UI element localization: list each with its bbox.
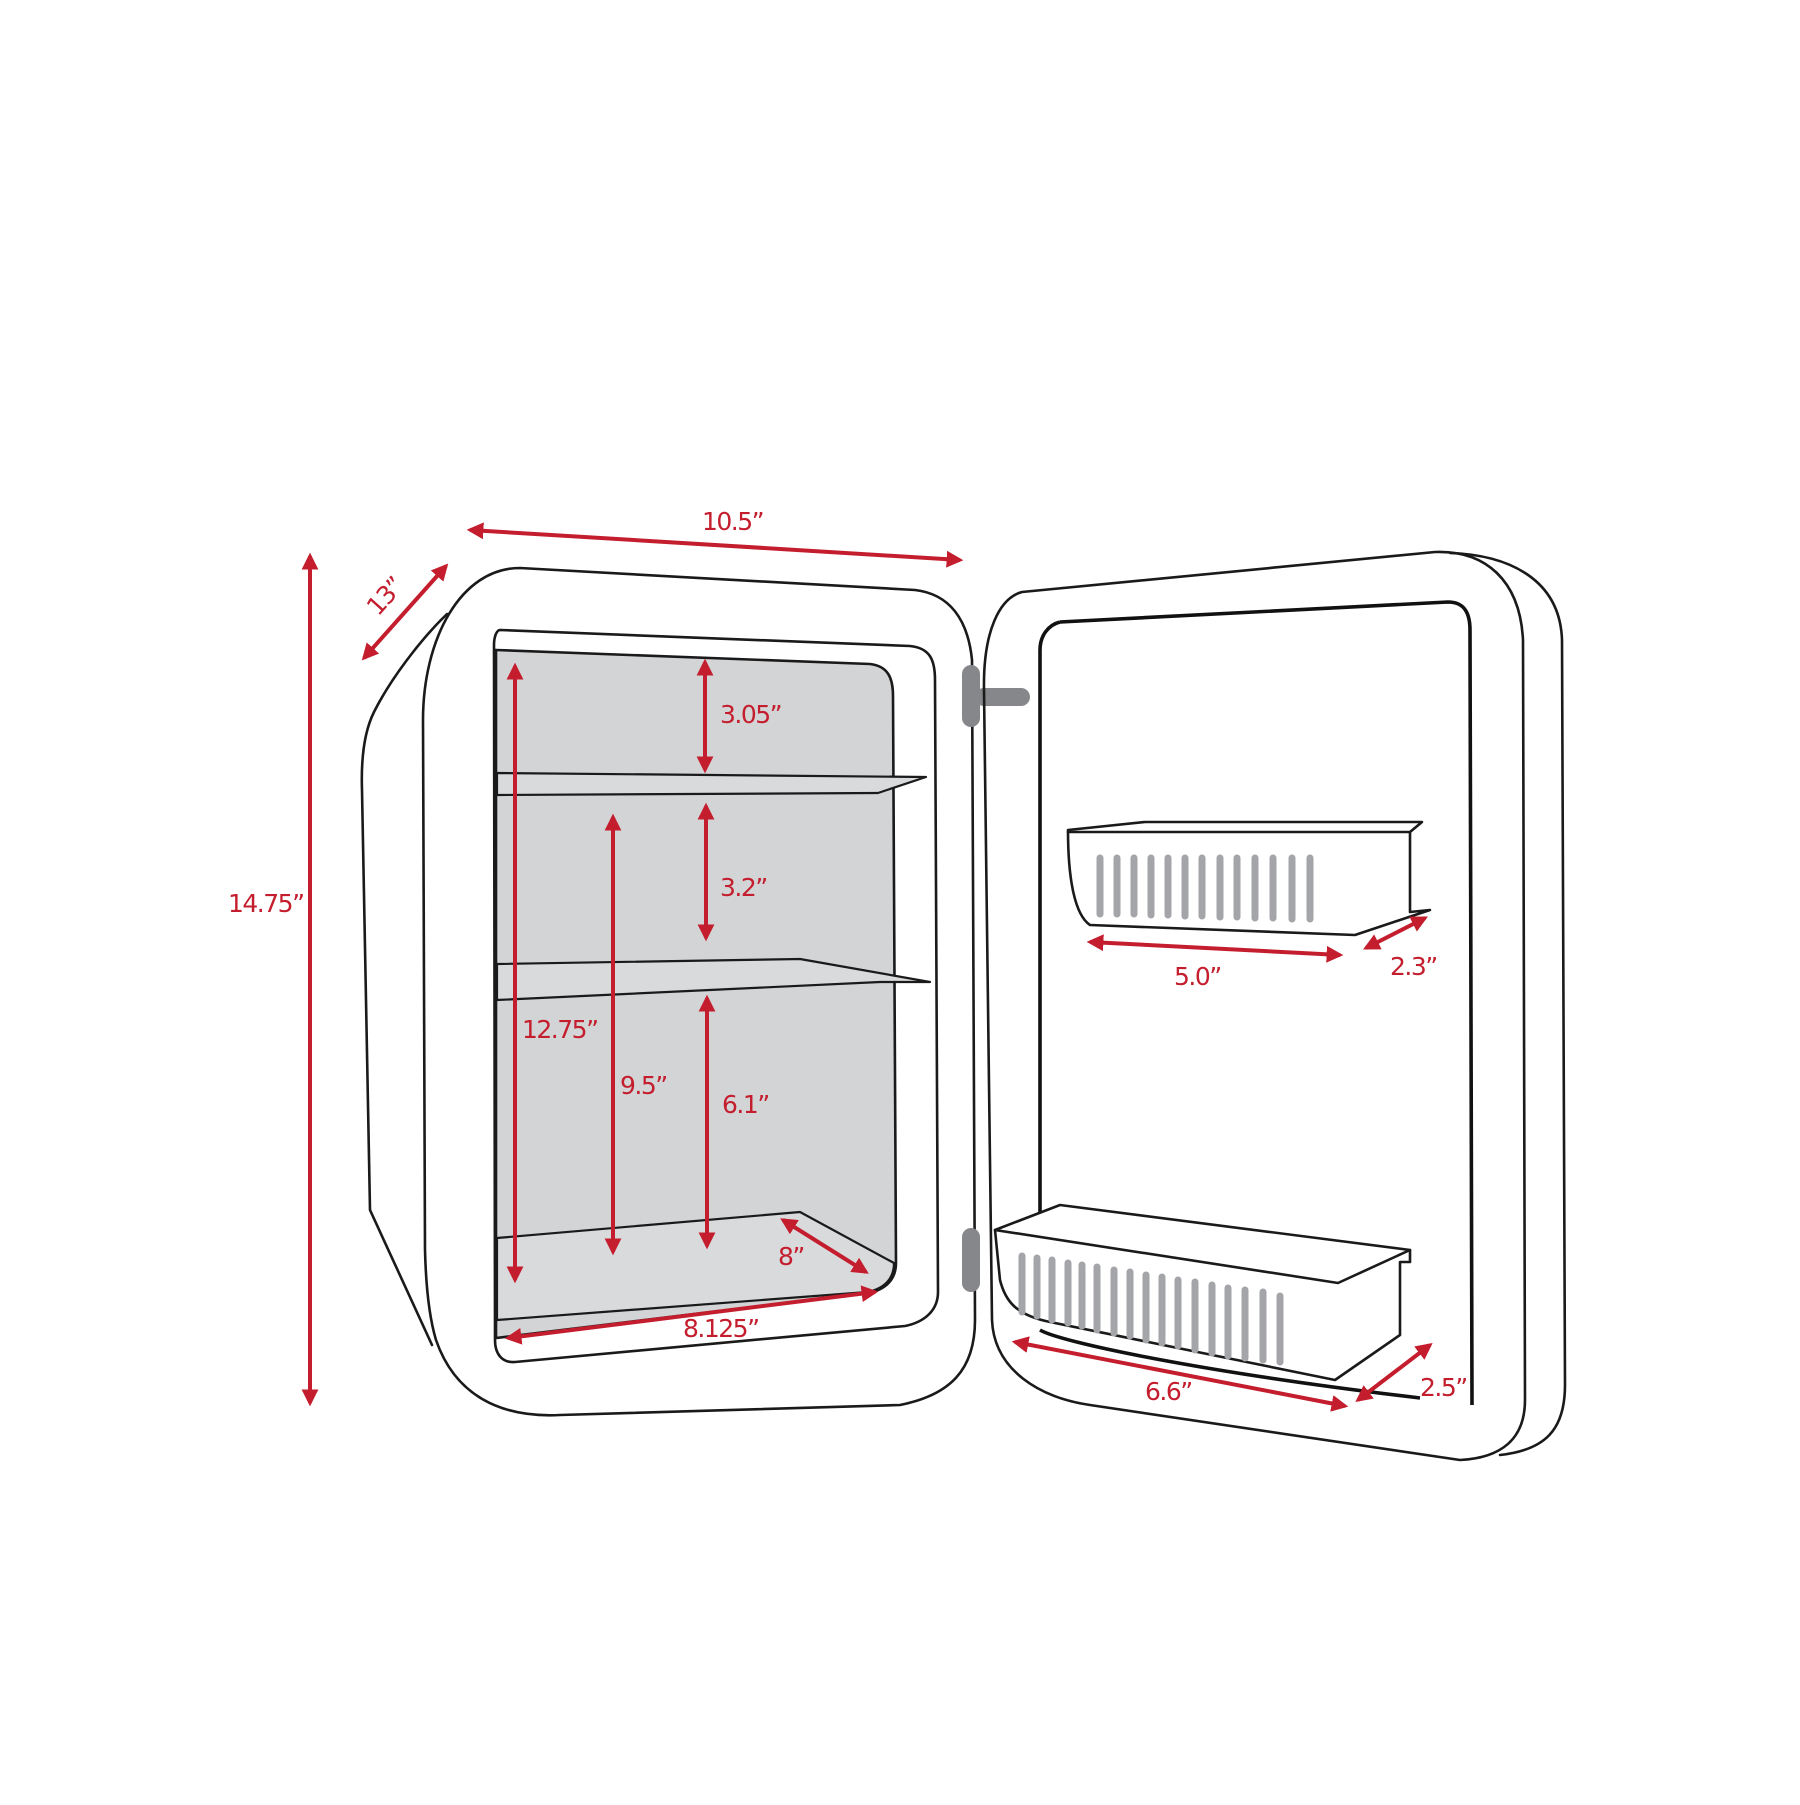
upper-bin-depth-label: 2.3” [1390, 952, 1437, 981]
upper-hinge-pin [975, 688, 1030, 706]
floor-width-label: 8.125” [683, 1314, 759, 1343]
lower-hinge [962, 1228, 980, 1292]
upper-bin-width-label: 5.0” [1174, 962, 1221, 991]
floor-depth-label: 8” [778, 1242, 804, 1271]
door-back-edge [1448, 551, 1567, 1457]
body-side-panel [360, 612, 449, 1347]
dimension-lines [301, 522, 1433, 1412]
lower-bin-width-arrow [1011, 1336, 1349, 1412]
width-arrow [466, 522, 964, 568]
dimension-labels: 10.5” 13” 14.75” 3.05” 3.2” 12.75” 9.5” … [228, 507, 1468, 1406]
upper-bin-body [1066, 820, 1432, 937]
bottom-compartment-label: 6.1” [722, 1090, 769, 1119]
depth-arrow [361, 563, 449, 661]
body-front-frame [421, 566, 977, 1417]
upper-hinge [962, 665, 980, 727]
lower-bin-depth-arrow [1355, 1342, 1433, 1403]
lower-bin-depth-label: 2.5” [1420, 1373, 1467, 1402]
upper-bin-depth-arrow [1363, 916, 1428, 950]
hinges [962, 665, 1030, 1292]
door-front-panel [982, 550, 1527, 1462]
top-compartment-label: 3.05” [720, 700, 781, 729]
fridge-door [982, 550, 1567, 1462]
width-label: 10.5” [702, 507, 763, 536]
upper-bin-vents [1096, 854, 1314, 923]
body-inner-opening [492, 628, 940, 1364]
fridge-body [360, 566, 977, 1417]
door-inner-panel-left [1038, 620, 1061, 1220]
lower-bin-width-label: 6.6” [1145, 1377, 1192, 1406]
height-label: 14.75” [228, 889, 304, 918]
upper-door-bin [1066, 820, 1432, 937]
interior-height-label: 12.75” [522, 1015, 598, 1044]
lower-bin-body [993, 1203, 1412, 1382]
lower-door-bin [993, 1203, 1421, 1400]
top-shelf [495, 771, 928, 797]
upper-bin-width-arrow [1086, 934, 1344, 963]
floor-width-arrow [504, 1285, 879, 1345]
lower-span-label: 9.5” [620, 1071, 667, 1100]
middle-compartment-label: 3.2” [720, 873, 767, 902]
door-inner-panel [1059, 600, 1474, 1406]
floor-depth-arrow [780, 1218, 869, 1274]
